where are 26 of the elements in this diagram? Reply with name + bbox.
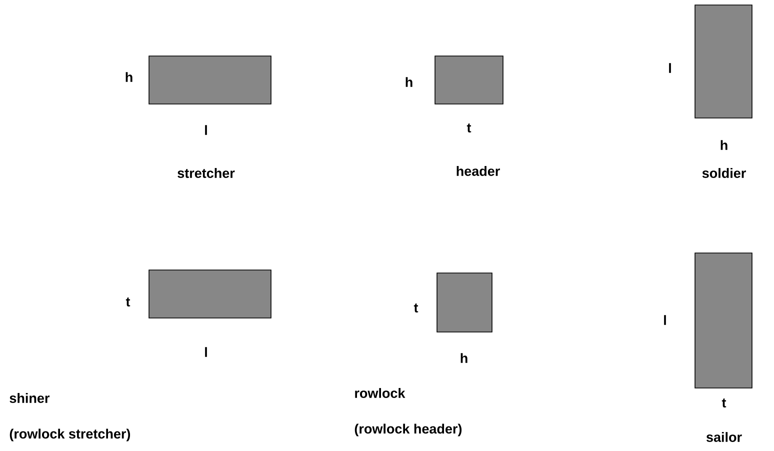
dimension-label: t (126, 298, 130, 306)
brick-rectangle (148, 270, 272, 318)
dimension-label: l (664, 315, 666, 325)
dimension-label: h (126, 72, 132, 82)
brick-name: stretcher (178, 168, 235, 178)
brick-rectangle (694, 4, 752, 118)
brick-name: sailor (706, 432, 742, 442)
dimension-label: h (460, 353, 468, 363)
brick-name: header (456, 166, 500, 176)
dimension-label: l (669, 63, 671, 73)
brick-name: soldier (702, 168, 746, 178)
dimension-label: l (205, 125, 207, 135)
dimension-label: t (414, 304, 418, 312)
brick-rectangle (434, 56, 504, 104)
dimension-label: t (722, 398, 726, 408)
dimension-label: h (720, 140, 728, 150)
brick-rectangle (694, 252, 752, 388)
brick-name: (rowlock header) (354, 424, 462, 436)
brick-name: shiner (10, 393, 50, 403)
brick-name: (rowlock stretcher) (10, 428, 130, 442)
brick-name: rowlock (355, 388, 406, 398)
dimension-label: t (466, 124, 472, 132)
dimension-label: l (205, 347, 207, 357)
brick-rectangle (148, 56, 272, 104)
dimension-label: h (406, 77, 412, 87)
brick-rectangle (436, 272, 492, 332)
